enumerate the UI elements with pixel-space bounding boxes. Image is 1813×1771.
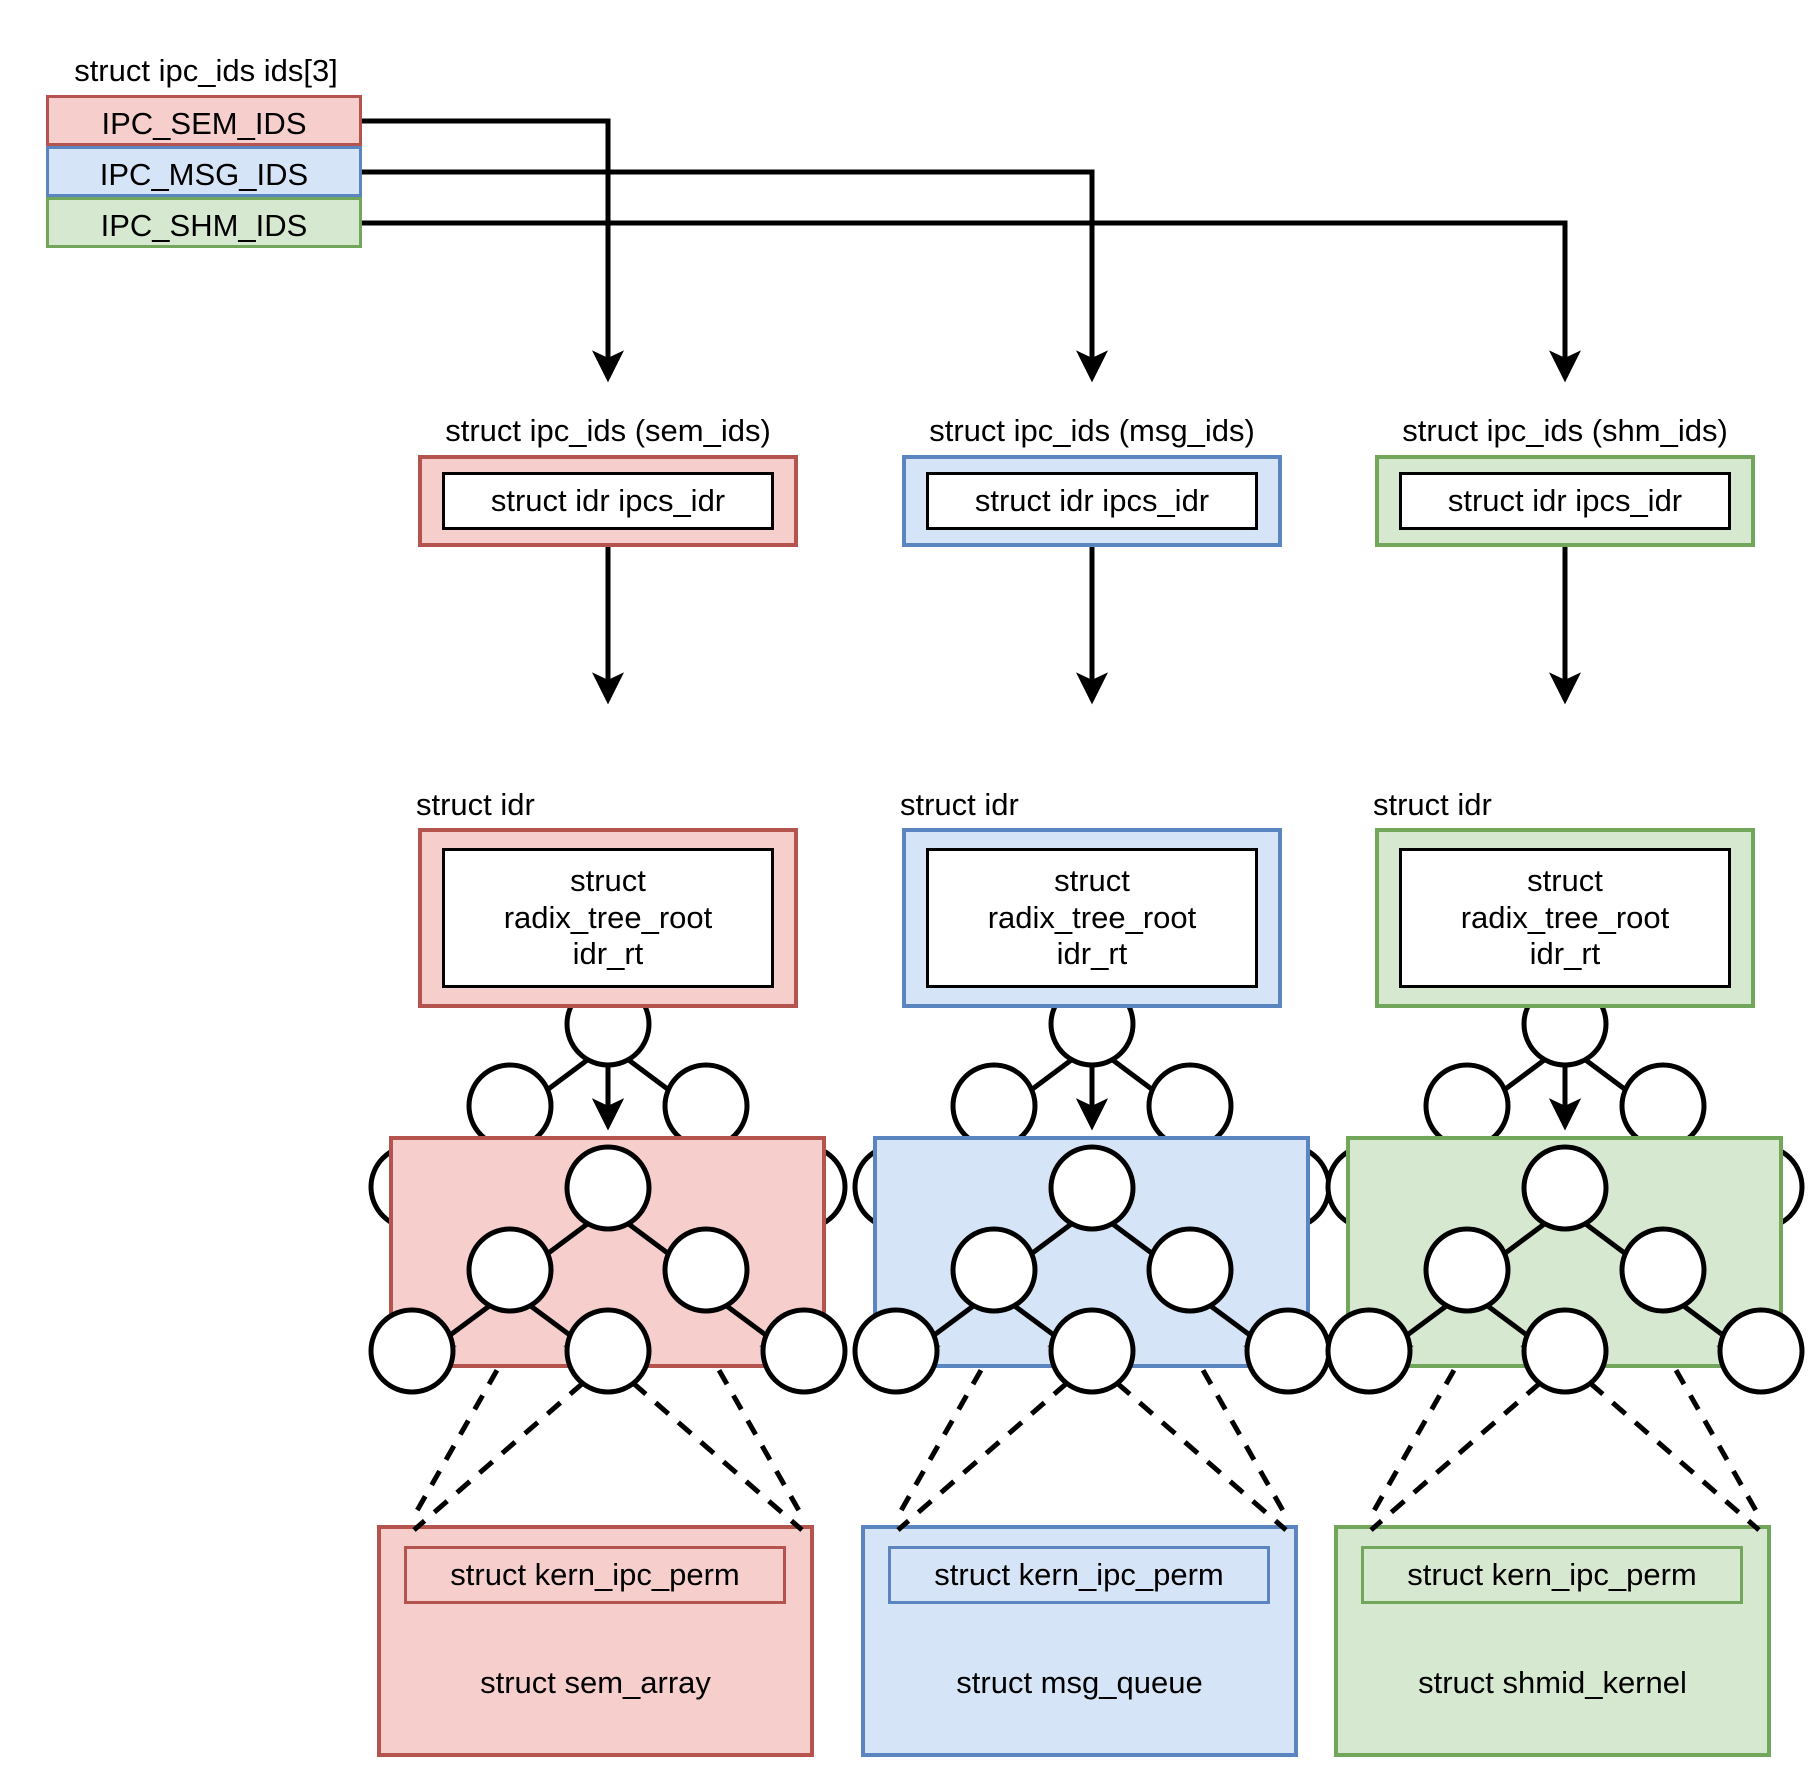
tree-node [1423,1062,1511,1150]
msg-ipc-ids-caption: struct ipc_ids (msg_ids) [929,413,1255,448]
msg-kern-ipc-perm-box[interactable]: struct kern_ipc_perm [888,1546,1270,1604]
edge-shm-to-shmids [362,220,1582,383]
sem-radix-tree-panel [389,1136,826,1368]
ids-row-shm[interactable]: IPC_SHM_IDS [46,197,362,248]
sem-ipc-ids-caption: struct ipc_ids (sem_ids) [445,413,771,448]
sem-ipcs-idr-box[interactable]: struct idr ipcs_idr [442,472,774,530]
tree-node [1619,1062,1707,1150]
tree-node [1146,1062,1234,1150]
tree-node [950,1062,1038,1150]
msg-idr-caption: struct idr [900,787,1019,822]
edge-msg-to-msgids [362,169,1109,383]
shm-radix-tree-panel [1346,1136,1783,1368]
msg-radix-tree-panel [873,1136,1310,1368]
ids-array-caption: struct ipc_ids ids[3] [74,53,338,88]
shm-kern-ipc-perm-box[interactable]: struct kern_ipc_perm [1361,1546,1743,1604]
tree-node [662,1062,750,1150]
shm-ipcs-idr-box[interactable]: struct idr ipcs_idr [1399,472,1731,530]
shm-object-label: struct shmid_kernel [1418,1665,1687,1700]
msg-ipcs-idr-box[interactable]: struct idr ipcs_idr [926,472,1258,530]
edge-sem-to-semids [362,118,625,383]
shm-ipc-ids-caption: struct ipc_ids (shm_ids) [1402,413,1728,448]
tree-node [466,1062,554,1150]
ids-row-sem[interactable]: IPC_SEM_IDS [46,95,362,146]
sem-radix-root-box[interactable]: struct radix_tree_root idr_rt [442,848,774,988]
sem-idr-caption: struct idr [416,787,535,822]
sem-object-label: struct sem_array [480,1665,711,1700]
msg-object-label: struct msg_queue [956,1665,1203,1700]
msg-radix-root-box[interactable]: struct radix_tree_root idr_rt [926,848,1258,988]
sem-kern-ipc-perm-box[interactable]: struct kern_ipc_perm [404,1546,786,1604]
shm-idr-caption: struct idr [1373,787,1492,822]
ids-row-msg[interactable]: IPC_MSG_IDS [46,146,362,197]
shm-radix-root-box[interactable]: struct radix_tree_root idr_rt [1399,848,1731,988]
